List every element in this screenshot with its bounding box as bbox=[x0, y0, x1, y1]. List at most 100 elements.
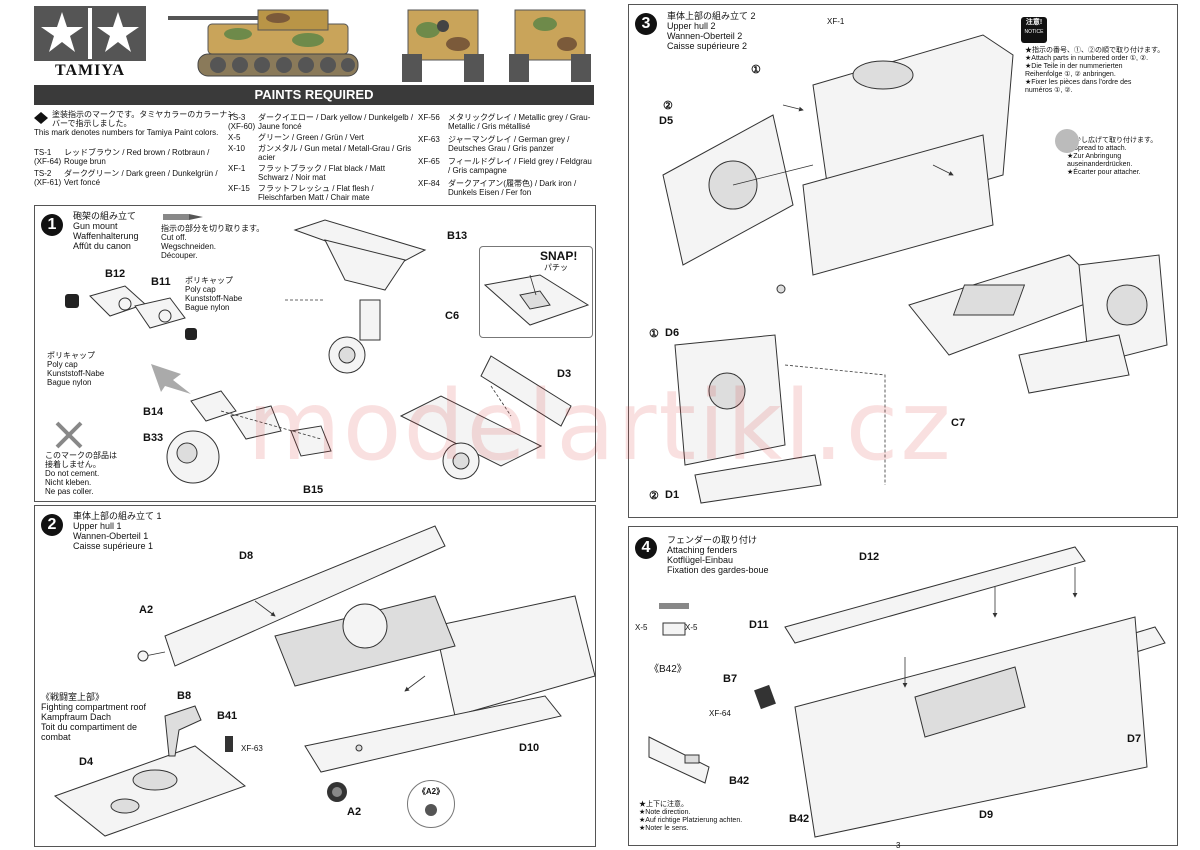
step-number: 1 bbox=[41, 214, 63, 236]
part-label: B42 bbox=[789, 813, 810, 825]
paint-mark-icon bbox=[34, 112, 48, 124]
part-label: D7 bbox=[1127, 733, 1142, 745]
paint-row: TS-2(XF-61) ダークグリーン / Dark green / Dunke… bbox=[34, 169, 218, 187]
part-label: D11 bbox=[749, 619, 769, 631]
upper-hull-drawing bbox=[137, 525, 596, 717]
paint-callout: X-5 bbox=[635, 623, 648, 632]
engine-deck-drawing bbox=[908, 254, 1168, 394]
knife-icon bbox=[163, 214, 203, 220]
part-label: C6 bbox=[445, 310, 460, 322]
tank-rear-view bbox=[509, 9, 591, 82]
a2-part bbox=[327, 782, 347, 802]
paint-row: XF-56 メタリックグレイ / Metallic grey / Grau-Me… bbox=[418, 113, 591, 131]
paint-mark-note: 塗装指示のマークです。タミヤカラーのカラーナンバーで指示しました。 This m… bbox=[34, 110, 236, 137]
paint-row: XF-84 ダークアイアン(履帯色) / Dark iron / Dunkels… bbox=[418, 179, 577, 197]
wrench-icon bbox=[55, 421, 83, 449]
part-label: B15 bbox=[303, 484, 324, 496]
direction-note: ★上下に注意。★Note direction. ★Auf richtige Pl… bbox=[639, 801, 743, 832]
lower-plate-drawing bbox=[304, 695, 562, 773]
paint-row: TS-3(XF-60) ダークイエロー / Dark yellow / Dunk… bbox=[228, 113, 414, 131]
part-label: B12 bbox=[105, 268, 126, 280]
gun-cradle-drawing bbox=[65, 285, 197, 340]
part-label: D1 bbox=[665, 489, 680, 501]
direction-arrow bbox=[151, 364, 191, 394]
paint-callout: XF-64 bbox=[709, 709, 731, 718]
paint-list-col1: TS-1(XF-64) レッドブラウン / Red brown / Rotbra… bbox=[34, 148, 224, 187]
order-marker: ① bbox=[751, 64, 761, 76]
part-label: D5 bbox=[659, 115, 674, 127]
star-icon bbox=[97, 12, 139, 52]
step-number: 4 bbox=[635, 537, 657, 559]
part-label: A2 bbox=[347, 806, 362, 818]
b42-callout: 《B42》 bbox=[649, 664, 687, 675]
paint-list-col2: TS-3(XF-60) ダークイエロー / Dark yellow / Dunk… bbox=[228, 113, 418, 202]
b42-inset bbox=[659, 603, 689, 636]
paint-list-col3: XF-56 メタリックグレイ / Metallic grey / Grau-Me… bbox=[418, 113, 598, 197]
paint-callout: XF-1 bbox=[827, 17, 845, 26]
order-marker: ② bbox=[649, 490, 659, 502]
step-number: 2 bbox=[41, 514, 63, 536]
tank-front-view bbox=[402, 9, 484, 82]
paint-row: X-5 グリーン / Green / Grün / Vert bbox=[228, 133, 364, 142]
brand-name: TAMIYA bbox=[54, 62, 125, 79]
snap-inset: SNAP! パチッ bbox=[479, 246, 593, 338]
paint-row: XF-65 フィールドグレイ / Field grey / Feldgrau /… bbox=[418, 157, 592, 175]
paints-header: PAINTS REQUIRED bbox=[34, 85, 594, 105]
part-label: D6 bbox=[665, 327, 680, 339]
paint-row: XF-15 フラットフレッシュ / Flat flesh / Fleischfa… bbox=[228, 184, 374, 202]
tank-side-view bbox=[168, 9, 359, 77]
fender-detail-drawing bbox=[648, 736, 710, 784]
spread-icon bbox=[1055, 129, 1079, 153]
paint-callout: XF-63 bbox=[241, 744, 263, 753]
part-label: D12 bbox=[859, 551, 880, 563]
part-label: B11 bbox=[151, 276, 171, 288]
snap-jp: パチッ bbox=[544, 263, 568, 272]
paint-row: XF-1 フラットブラック / Flat black / Matt Schwar… bbox=[228, 164, 386, 182]
part-label: D4 bbox=[79, 756, 94, 768]
no-cement-note: このマークの部品は接着しません。 Do not cement.Nicht kle… bbox=[45, 451, 117, 496]
snap-label: SNAP! bbox=[540, 249, 578, 263]
part-label: C7 bbox=[951, 417, 966, 429]
paint-row: X-10 ガンメタル / Gun metal / Metall-Grau / G… bbox=[228, 144, 412, 162]
tamiya-logo: TAMIYA bbox=[34, 6, 146, 79]
part-label: D3 bbox=[557, 368, 572, 380]
paint-row: XF-63 ジャーマングレイ / German grey / Deutsches… bbox=[418, 135, 570, 153]
gun-mount-assembly-drawing bbox=[399, 355, 572, 480]
hull-superstructure-drawing bbox=[662, 34, 1014, 294]
step-number: 3 bbox=[635, 13, 657, 35]
a2-callout: 《A2》 bbox=[407, 780, 455, 828]
notice-badge: 注意! NOTICE bbox=[1021, 17, 1047, 43]
part-label: D10 bbox=[519, 742, 540, 754]
notice-text: ★指示の番号、①、②の順で取り付けます。★Attach parts in num… bbox=[1025, 47, 1165, 94]
part-label: B8 bbox=[177, 690, 192, 702]
part-label: B41 bbox=[217, 710, 238, 722]
part-label: D9 bbox=[979, 809, 994, 821]
part-label: A2 bbox=[139, 604, 154, 616]
part-label: B42 bbox=[729, 775, 750, 787]
gun-mantlet-drawing bbox=[166, 390, 332, 484]
paint-callout: X-5 bbox=[685, 623, 698, 632]
order-marker: ② bbox=[663, 100, 673, 112]
part-label: B14 bbox=[143, 406, 164, 418]
star-icon bbox=[41, 12, 83, 52]
cut-note: 指示の部分を切り取ります。Cut off. Wegschneiden.Décou… bbox=[161, 224, 265, 260]
part-label: D8 bbox=[239, 550, 254, 562]
order-marker: ① bbox=[649, 328, 659, 340]
part-label: B13 bbox=[447, 230, 468, 242]
paint-row: TS-1(XF-64) レッドブラウン / Red brown / Rotbra… bbox=[34, 148, 210, 166]
part-label: B7 bbox=[723, 673, 738, 685]
b7-part bbox=[754, 684, 776, 710]
rear-plate-drawing bbox=[674, 334, 886, 504]
spread-note: ★少し広げて取り付けます。★Spread to attach.★Zur Anbr… bbox=[1067, 137, 1158, 176]
part-label: B33 bbox=[143, 432, 164, 444]
